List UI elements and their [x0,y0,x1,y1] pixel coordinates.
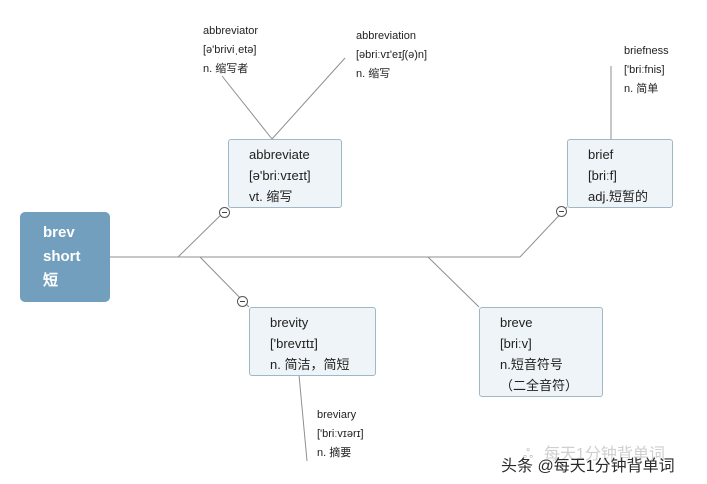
root-node-brev[interactable]: brev short 短 [20,212,110,302]
note-abbreviator-word: abbreviator [203,25,259,37]
node-abbreviate-meaning: vt. 缩写 [249,189,293,204]
note-briefness-phonetic: ['briːfnis] [624,64,665,76]
collapse-brevity-icon[interactable] [237,296,248,307]
node-breve-extra: （二全音符） [500,378,579,393]
node-brief-phonetic: [briːf] [588,168,617,183]
node-abbreviate[interactable]: abbreviate [ə'briːvɪeɪt] vt. 缩写 [228,139,342,208]
watermark-logo-icon: ஃ [523,446,534,461]
node-breve-phonetic: [briːv] [500,336,532,351]
node-breve[interactable]: breve [briːv] n.短音符号 （二全音符） [479,307,603,397]
note-breviary-phonetic: ['briːvɪərɪ] [317,428,364,440]
note-breviary-meaning: n. 摘要 [317,447,352,459]
root-line-3: 短 [43,272,59,289]
link-abbreviator [221,75,273,140]
note-abbreviation-phonetic: [əbriːvɪ'eɪʃ(ə)n] [356,49,428,61]
node-brevity-word: brevity [270,315,309,330]
watermark-faint-text: 每天1分钟背单词 [544,446,665,463]
node-abbreviate-word: abbreviate [249,147,310,162]
note-abbreviator-phonetic: [ə'briviˌetə] [203,44,257,56]
note-briefness-word: briefness [624,45,669,57]
node-abbreviate-phonetic: [ə'briːvɪeɪt] [249,168,311,183]
watermark-text: 头条 @每天1分钟背单词 [501,458,675,475]
note-briefness-meaning: n. 简单 [624,83,659,95]
collapse-abbreviate-icon[interactable] [219,207,230,218]
note-briefness: briefness ['briːfnis] n. 简单 [624,42,669,99]
link-breviary [298,374,308,462]
note-breviary: breviary ['briːvɪərɪ] n. 摘要 [317,406,364,463]
node-brief-meaning: adj.短暂的 [588,189,648,204]
note-abbreviation-word: abbreviation [356,30,416,42]
note-abbreviation: abbreviation [əbriːvɪ'eɪʃ(ə)n] n. 缩写 [356,27,427,84]
link-abbreviation [271,57,346,140]
note-abbreviator: abbreviator [ə'briviˌetə] n. 缩写者 [203,22,258,79]
note-abbreviation-meaning: n. 缩写 [356,68,391,80]
root-line-1: brev [43,224,75,241]
root-line-2: short [43,248,81,265]
node-brief-word: brief [588,147,614,162]
node-breve-word: breve [500,315,533,330]
node-brevity-meaning: n. 简洁，简短 [270,357,350,372]
node-brevity[interactable]: brevity ['brevɪtɪ] n. 简洁，简短 [249,307,376,376]
node-brevity-phonetic: ['brevɪtɪ] [270,336,318,351]
note-breviary-word: breviary [317,409,357,421]
node-breve-meaning: n.短音符号 [500,357,563,372]
node-brief[interactable]: brief [briːf] adj.短暂的 [567,139,673,208]
note-abbreviator-meaning: n. 缩写者 [203,63,249,75]
link-breve [427,256,480,308]
collapse-brief-icon[interactable] [556,206,567,217]
